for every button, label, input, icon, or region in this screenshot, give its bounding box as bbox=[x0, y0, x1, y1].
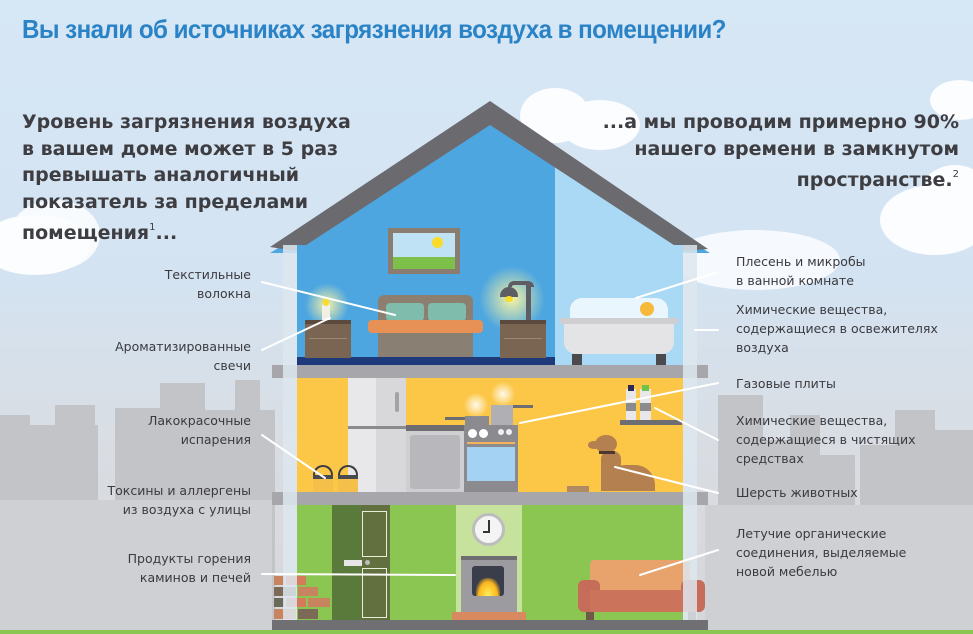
footnote-marker: 1 bbox=[149, 222, 156, 233]
label-paint-fumes: Лакокрасочные испарения bbox=[148, 411, 251, 449]
intro-right: ...а мы проводим примерно 90% нашего вре… bbox=[603, 109, 959, 194]
label-line: содержащиеся в чистящих bbox=[736, 432, 916, 447]
pot-icon bbox=[491, 405, 513, 425]
cloud bbox=[10, 200, 100, 270]
bathtub bbox=[560, 298, 678, 365]
label-line: в ванной комнате bbox=[736, 273, 854, 288]
label-line: содержащиеся в освежителях bbox=[736, 321, 938, 336]
paint-bucket-icon bbox=[338, 465, 358, 492]
brick-wall bbox=[272, 576, 332, 621]
label-line: Текстильные bbox=[164, 267, 251, 282]
dog-icon bbox=[585, 435, 665, 492]
candle-icon bbox=[322, 305, 330, 320]
ground bbox=[0, 630, 973, 634]
intro-right-line: ...а мы проводим примерно 90% bbox=[602, 111, 959, 133]
label-line: из воздуха с улицы bbox=[122, 502, 251, 517]
wall-painting bbox=[388, 228, 460, 274]
wall-edge bbox=[683, 245, 697, 620]
cleaner-bottle-icon bbox=[640, 385, 651, 420]
steam bbox=[463, 393, 489, 417]
cloud bbox=[930, 80, 973, 120]
wall-edge bbox=[283, 245, 297, 620]
label-line: Продукты горения bbox=[127, 551, 251, 566]
label-line: новой мебелью bbox=[736, 564, 838, 579]
intro-left-line: Уровень загрязнения воздуха bbox=[22, 111, 351, 133]
roof bbox=[270, 101, 710, 265]
label-line: Лакокрасочные bbox=[147, 413, 251, 428]
lamp-icon bbox=[500, 281, 536, 321]
nightstand-left bbox=[305, 320, 351, 358]
label-outdoor-toxins: Токсины и аллергены из воздуха с улицы bbox=[107, 481, 251, 519]
intro-left-text: помещения bbox=[22, 222, 150, 244]
label-air-freshener-chemicals: Химические вещества, содержащиеся в осве… bbox=[736, 300, 938, 357]
nightstand-right bbox=[500, 320, 546, 358]
intro-right-text: пространстве. bbox=[796, 169, 953, 191]
label-textile-fibers: Текстильные волокна bbox=[165, 265, 251, 303]
gas-stove bbox=[464, 425, 518, 492]
label-line: Плесень и микробы bbox=[736, 254, 866, 269]
intro-left-line: превышать аналогичный bbox=[22, 164, 300, 186]
clock-icon bbox=[472, 513, 505, 546]
cloud bbox=[560, 100, 640, 150]
label-line: Токсины и аллергены bbox=[107, 483, 251, 498]
label-line: соединения, выделяемые bbox=[736, 545, 907, 560]
dog-bowl bbox=[567, 486, 589, 492]
label-line: Летучие органические bbox=[736, 526, 887, 541]
fire-icon bbox=[476, 578, 500, 596]
label-line: воздуха bbox=[736, 340, 789, 355]
front-door bbox=[332, 505, 390, 634]
label-line: Химические вещества, bbox=[736, 413, 888, 428]
label-scented-candles: Ароматизированные свечи bbox=[115, 337, 251, 375]
shelf bbox=[620, 420, 682, 425]
label-gas-stoves: Газовые плиты bbox=[736, 374, 836, 393]
label-combustion-products: Продукты горения каминов и печей bbox=[128, 549, 251, 587]
door-handle bbox=[344, 560, 362, 566]
pot-icon bbox=[465, 416, 489, 425]
label-mold-microbes: Плесень и микробы в ванной комнате bbox=[736, 252, 866, 290]
label-line: Газовые плиты bbox=[736, 376, 836, 391]
label-line: свечи bbox=[213, 358, 251, 373]
cloud bbox=[920, 165, 973, 225]
intro-left-line: показатель за пределами bbox=[22, 190, 309, 213]
footnote-marker: 2 bbox=[952, 169, 959, 180]
label-volatile-organic-compounds: Летучие органические соединения, выделяе… bbox=[736, 524, 906, 581]
label-cleaning-chemicals: Химические вещества, содержащиеся в чист… bbox=[736, 411, 915, 468]
label-line: Шерсть животных bbox=[736, 485, 858, 500]
page-title: Вы знали об источниках загрязнения возду… bbox=[22, 14, 726, 44]
label-line: Ароматизированные bbox=[115, 339, 251, 354]
rubber-duck-icon bbox=[640, 302, 654, 316]
bed bbox=[368, 295, 483, 357]
label-line: волокна bbox=[196, 286, 251, 301]
intro-left: Уровень загрязнения воздуха в вашем доме… bbox=[22, 109, 351, 247]
intro-left-line: в вашем доме может в 5 раз bbox=[22, 137, 339, 160]
intro-right-line-last: пространстве.2 bbox=[603, 162, 959, 194]
cleaner-bottle-icon bbox=[626, 385, 636, 420]
ellipsis: ... bbox=[155, 222, 178, 244]
label-line: каминов и печей bbox=[139, 570, 251, 585]
label-line: испарения bbox=[180, 432, 251, 447]
label-line: Химические вещества, bbox=[736, 302, 888, 317]
floor-slab bbox=[272, 492, 708, 505]
intro-right-line: нашего времени в замкнутом bbox=[634, 137, 959, 160]
sun-icon bbox=[432, 237, 443, 248]
hearth bbox=[452, 612, 526, 620]
fireplace bbox=[461, 556, 517, 614]
label-pet-hair: Шерсть животных bbox=[736, 483, 858, 502]
label-line: средствах bbox=[736, 451, 804, 466]
floor-slab bbox=[272, 365, 708, 378]
intro-left-line-last: помещения1... bbox=[22, 215, 351, 247]
steam bbox=[490, 382, 516, 406]
paint-bucket-icon bbox=[313, 465, 333, 492]
kitchen-counter bbox=[406, 425, 464, 492]
carpet bbox=[297, 357, 555, 365]
